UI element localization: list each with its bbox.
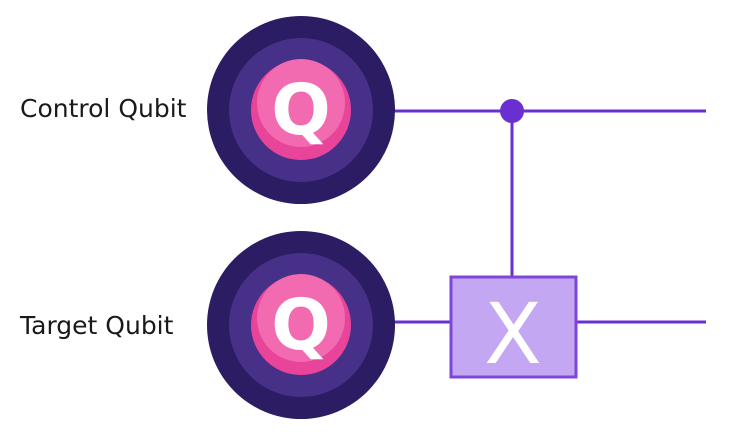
x-gate: X [449,275,578,383]
control-qubit-node: Q [207,16,395,204]
target-qubit-label: Target Qubit [20,311,174,340]
target-qubit-symbol: Q [271,284,331,366]
target-qubit-node: Q [207,231,395,419]
x-gate-symbol: X [484,285,542,383]
control-qubit-label: Control Qubit [20,94,187,123]
x-gate-box [449,275,578,379]
control-dot [500,99,524,123]
control-qubit-symbol: Q [271,69,331,151]
